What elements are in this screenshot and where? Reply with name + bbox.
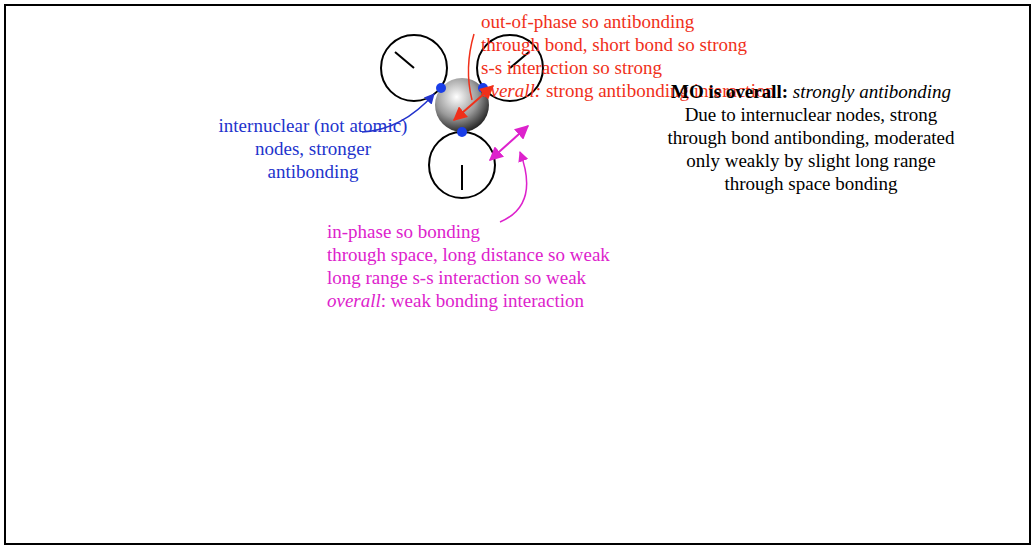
annotation-text: out-of-phase so antibonding: [481, 11, 694, 32]
annotation-line: overall: weak bonding interaction: [327, 289, 584, 312]
annotation-text: internuclear (not atomic): [219, 115, 408, 136]
annotation-text: through bond antibonding, moderated: [667, 127, 954, 148]
annotation-line: Due to internuclear nodes, strong: [656, 103, 966, 126]
annotation-line: through space, long distance so weak: [327, 243, 610, 266]
annotation-line: through bond, short bond so strong: [481, 33, 747, 56]
annotation-text: strongly antibonding: [793, 81, 951, 102]
pink-leader: [500, 152, 527, 222]
annotation-text: MO is overall:: [671, 81, 788, 102]
annotation-line: only weakly by slight long range: [656, 149, 966, 172]
annotation-text: long range s-s interaction so weak: [327, 267, 586, 288]
bonding-arrow: [490, 126, 528, 160]
annotation-text: antibonding: [268, 161, 359, 182]
annotation-line: MO is overall:strongly antibonding: [656, 80, 966, 103]
annotation-text: : weak bonding interaction: [381, 290, 584, 311]
annotation-text: nodes, stronger: [255, 138, 371, 159]
annotation-line: internuclear (not atomic): [193, 114, 433, 137]
annotation-line: through space bonding: [656, 172, 966, 195]
annotation-text: through space bonding: [724, 173, 897, 194]
annotation-line: through bond antibonding, moderated: [656, 126, 966, 149]
annotation-line: long range s-s interaction so weak: [327, 266, 586, 289]
annotation-text: s-s interaction so strong: [481, 57, 662, 78]
annotation-line: nodes, stronger: [193, 137, 433, 160]
annotation-text: through space, long distance so weak: [327, 244, 610, 265]
annotation-text: through bond, short bond so strong: [481, 34, 747, 55]
annotation-text: overall:: [481, 80, 541, 101]
frame: [5, 5, 1030, 544]
annotation-text: in-phase so bonding: [327, 221, 480, 242]
red-leader: [468, 34, 474, 100]
annotation-text: only weakly by slight long range: [686, 150, 936, 171]
annotation-text: overall: [327, 290, 381, 311]
node-dots: [436, 83, 488, 137]
annotation-line: antibonding: [193, 160, 433, 183]
annotation-line: out-of-phase so antibonding: [481, 10, 694, 33]
annotation-line: in-phase so bonding: [327, 220, 480, 243]
annotation-text: Due to internuclear nodes, strong: [685, 104, 938, 125]
annotation-line: s-s interaction so strong: [481, 56, 662, 79]
central-sphere: [435, 78, 489, 132]
